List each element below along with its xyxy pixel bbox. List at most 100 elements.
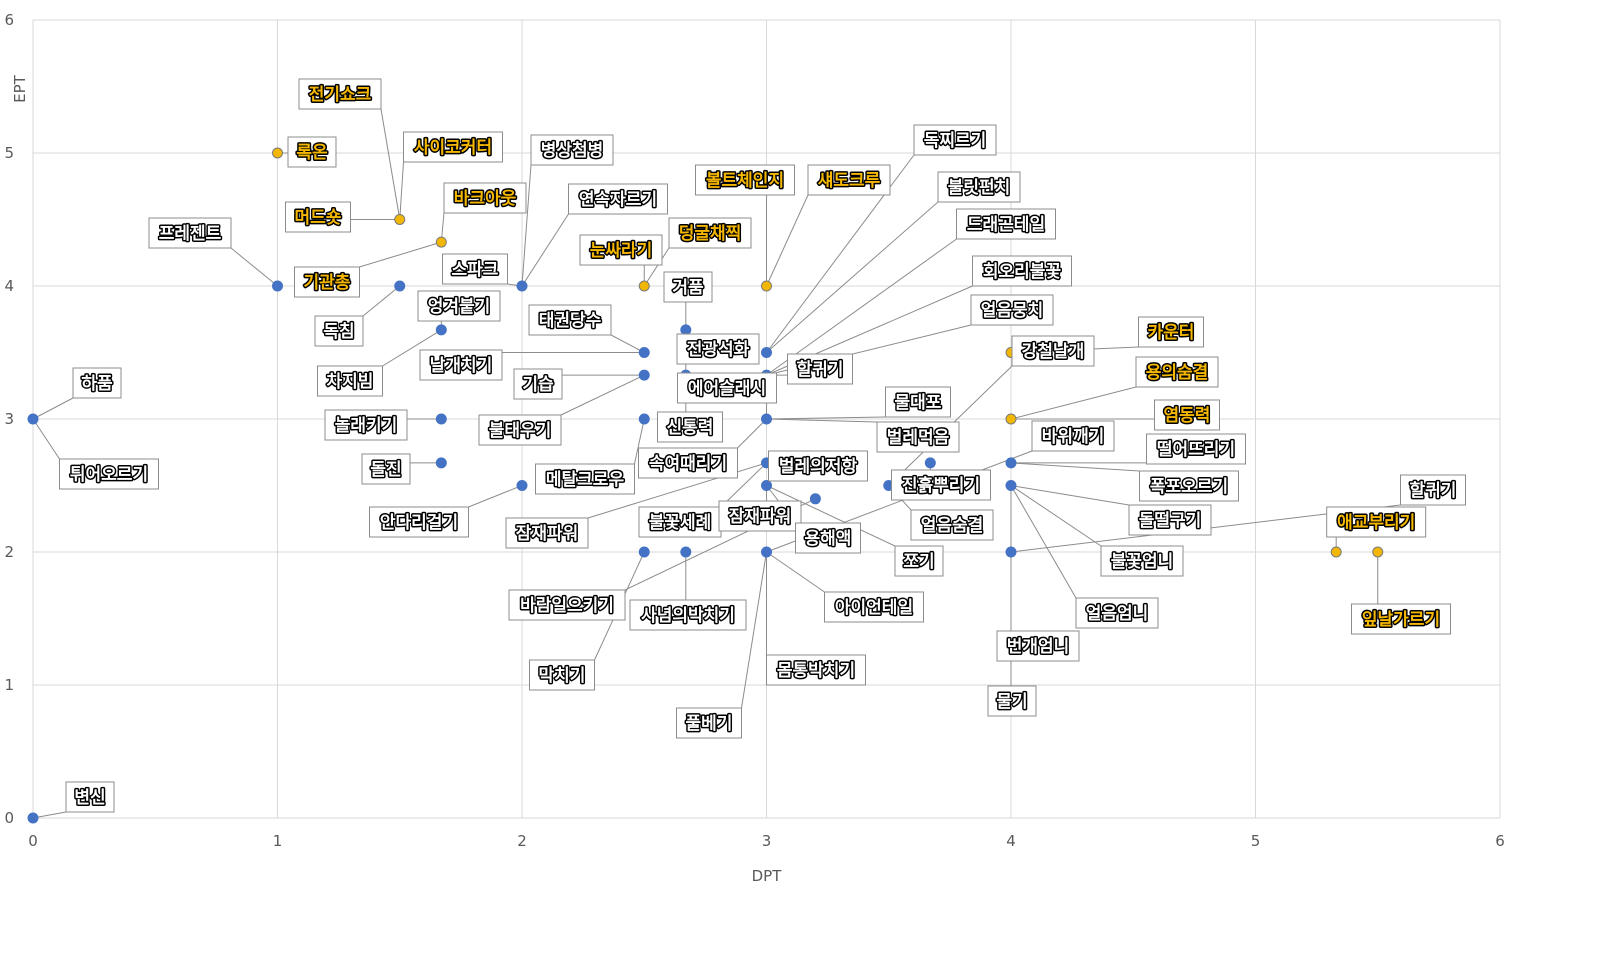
data-label: 물대포 <box>895 393 942 413</box>
data-label-box <box>1138 316 1204 348</box>
data-label: 잠재파워 <box>729 507 792 527</box>
leader-line <box>1010 485 1130 506</box>
data-point <box>435 324 447 336</box>
data-point <box>680 324 692 336</box>
leader-line <box>643 247 670 287</box>
leader-line <box>382 329 442 367</box>
data-label: 속여때리기 <box>649 454 727 474</box>
data-label-box <box>1154 399 1220 431</box>
data-label: 사이코커터 <box>414 138 492 158</box>
data-label-box <box>1031 420 1115 452</box>
data-point <box>761 280 772 292</box>
data-label-box <box>891 469 991 501</box>
data-label-box <box>972 255 1072 287</box>
data-label: 강철날개 <box>1022 342 1085 362</box>
data-label-box <box>535 463 635 495</box>
data-label-box <box>530 134 614 166</box>
leader-line <box>720 462 767 508</box>
data-label-box <box>996 630 1080 662</box>
data-label: 병상첨병 <box>541 140 604 161</box>
data-label: 염동력 <box>1164 406 1211 426</box>
data-label: 회오리불꽃 <box>983 262 1062 282</box>
data-label-box <box>668 217 752 249</box>
data-label: 눈싸라기 <box>590 241 653 261</box>
data-label-box <box>676 707 742 739</box>
y-tick-label: 4 <box>4 277 14 295</box>
data-label: 덩굴채찍 <box>679 224 742 244</box>
data-label: 돌떨구기 <box>1139 511 1202 531</box>
data-label: 얼음엄니 <box>1086 604 1149 624</box>
data-label: 바람일으키기 <box>520 595 614 616</box>
data-point <box>761 546 772 558</box>
data-label: 하품 <box>81 374 113 394</box>
y-axis-title: EPT <box>11 74 29 103</box>
data-label-box <box>568 183 668 215</box>
data-label: 얼음뭉치 <box>981 301 1044 321</box>
data-label: 용해액 <box>805 529 852 549</box>
data-point <box>27 812 39 824</box>
data-point <box>638 369 650 381</box>
data-label: 번개엄니 <box>1007 637 1070 657</box>
data-label-box <box>956 208 1056 240</box>
data-point <box>394 280 406 292</box>
y-tick-label: 5 <box>4 144 14 162</box>
data-label: 벌레먹음 <box>887 428 950 448</box>
y-tick-label: 0 <box>4 809 14 827</box>
data-label: 차지빔 <box>327 372 374 392</box>
data-label: 진흙뿌리기 <box>902 475 980 496</box>
data-point <box>435 413 447 425</box>
data-label-box <box>876 421 960 453</box>
data-label-box <box>314 315 364 347</box>
data-label: 카운터 <box>1148 323 1195 343</box>
data-label: 변신 <box>74 788 105 808</box>
data-point <box>638 546 650 558</box>
data-label-box <box>419 349 503 381</box>
data-point <box>435 457 447 469</box>
data-label-box <box>1351 603 1451 635</box>
data-label-box <box>529 659 595 691</box>
data-label: 불꽃엄니 <box>1111 552 1174 572</box>
data-label-box <box>148 217 232 249</box>
leader-line <box>741 551 767 709</box>
x-tick-label: 5 <box>1251 832 1261 850</box>
data-point <box>809 493 821 505</box>
data-label-box <box>442 253 508 285</box>
data-label: 몸통박치기 <box>777 661 855 681</box>
leader-line <box>766 201 939 353</box>
data-label-box <box>443 182 527 214</box>
data-label: 메탈크로우 <box>546 469 625 490</box>
data-label-box <box>629 599 747 631</box>
data-label: 프레젠트 <box>159 224 222 244</box>
data-label-box <box>768 450 868 482</box>
leader-line <box>32 397 74 420</box>
data-label: 불릿펀치 <box>948 178 1011 198</box>
data-label: 안다리걸기 <box>380 513 458 533</box>
data-point <box>435 236 447 248</box>
leader-line <box>766 238 957 376</box>
data-label-box <box>508 589 626 621</box>
data-label: 신통력 <box>667 418 714 438</box>
data-label: 폭포오르기 <box>1150 477 1228 497</box>
data-label: 할퀴기 <box>797 360 844 380</box>
data-label: 용의숨결 <box>1146 363 1209 383</box>
leader-line <box>560 374 645 416</box>
data-label: 돌진 <box>370 460 401 480</box>
data-point <box>272 280 283 292</box>
data-label-box <box>638 447 738 479</box>
data-label: 록온 <box>296 143 328 163</box>
data-label: 전광석화 <box>687 340 750 360</box>
data-label: 불꽃세례 <box>649 513 712 533</box>
data-label-box <box>1128 504 1212 536</box>
data-label-box <box>369 506 469 538</box>
leader-line <box>1010 386 1137 420</box>
data-label: 태권당수 <box>539 311 602 331</box>
data-point <box>1372 546 1384 558</box>
leader-line <box>1010 485 1077 599</box>
data-point <box>394 214 406 225</box>
leader-line <box>766 194 809 287</box>
data-point <box>761 413 772 425</box>
data-label-box <box>676 333 760 365</box>
data-label: 드래곤테일 <box>967 215 1045 235</box>
data-label-box <box>807 164 891 196</box>
